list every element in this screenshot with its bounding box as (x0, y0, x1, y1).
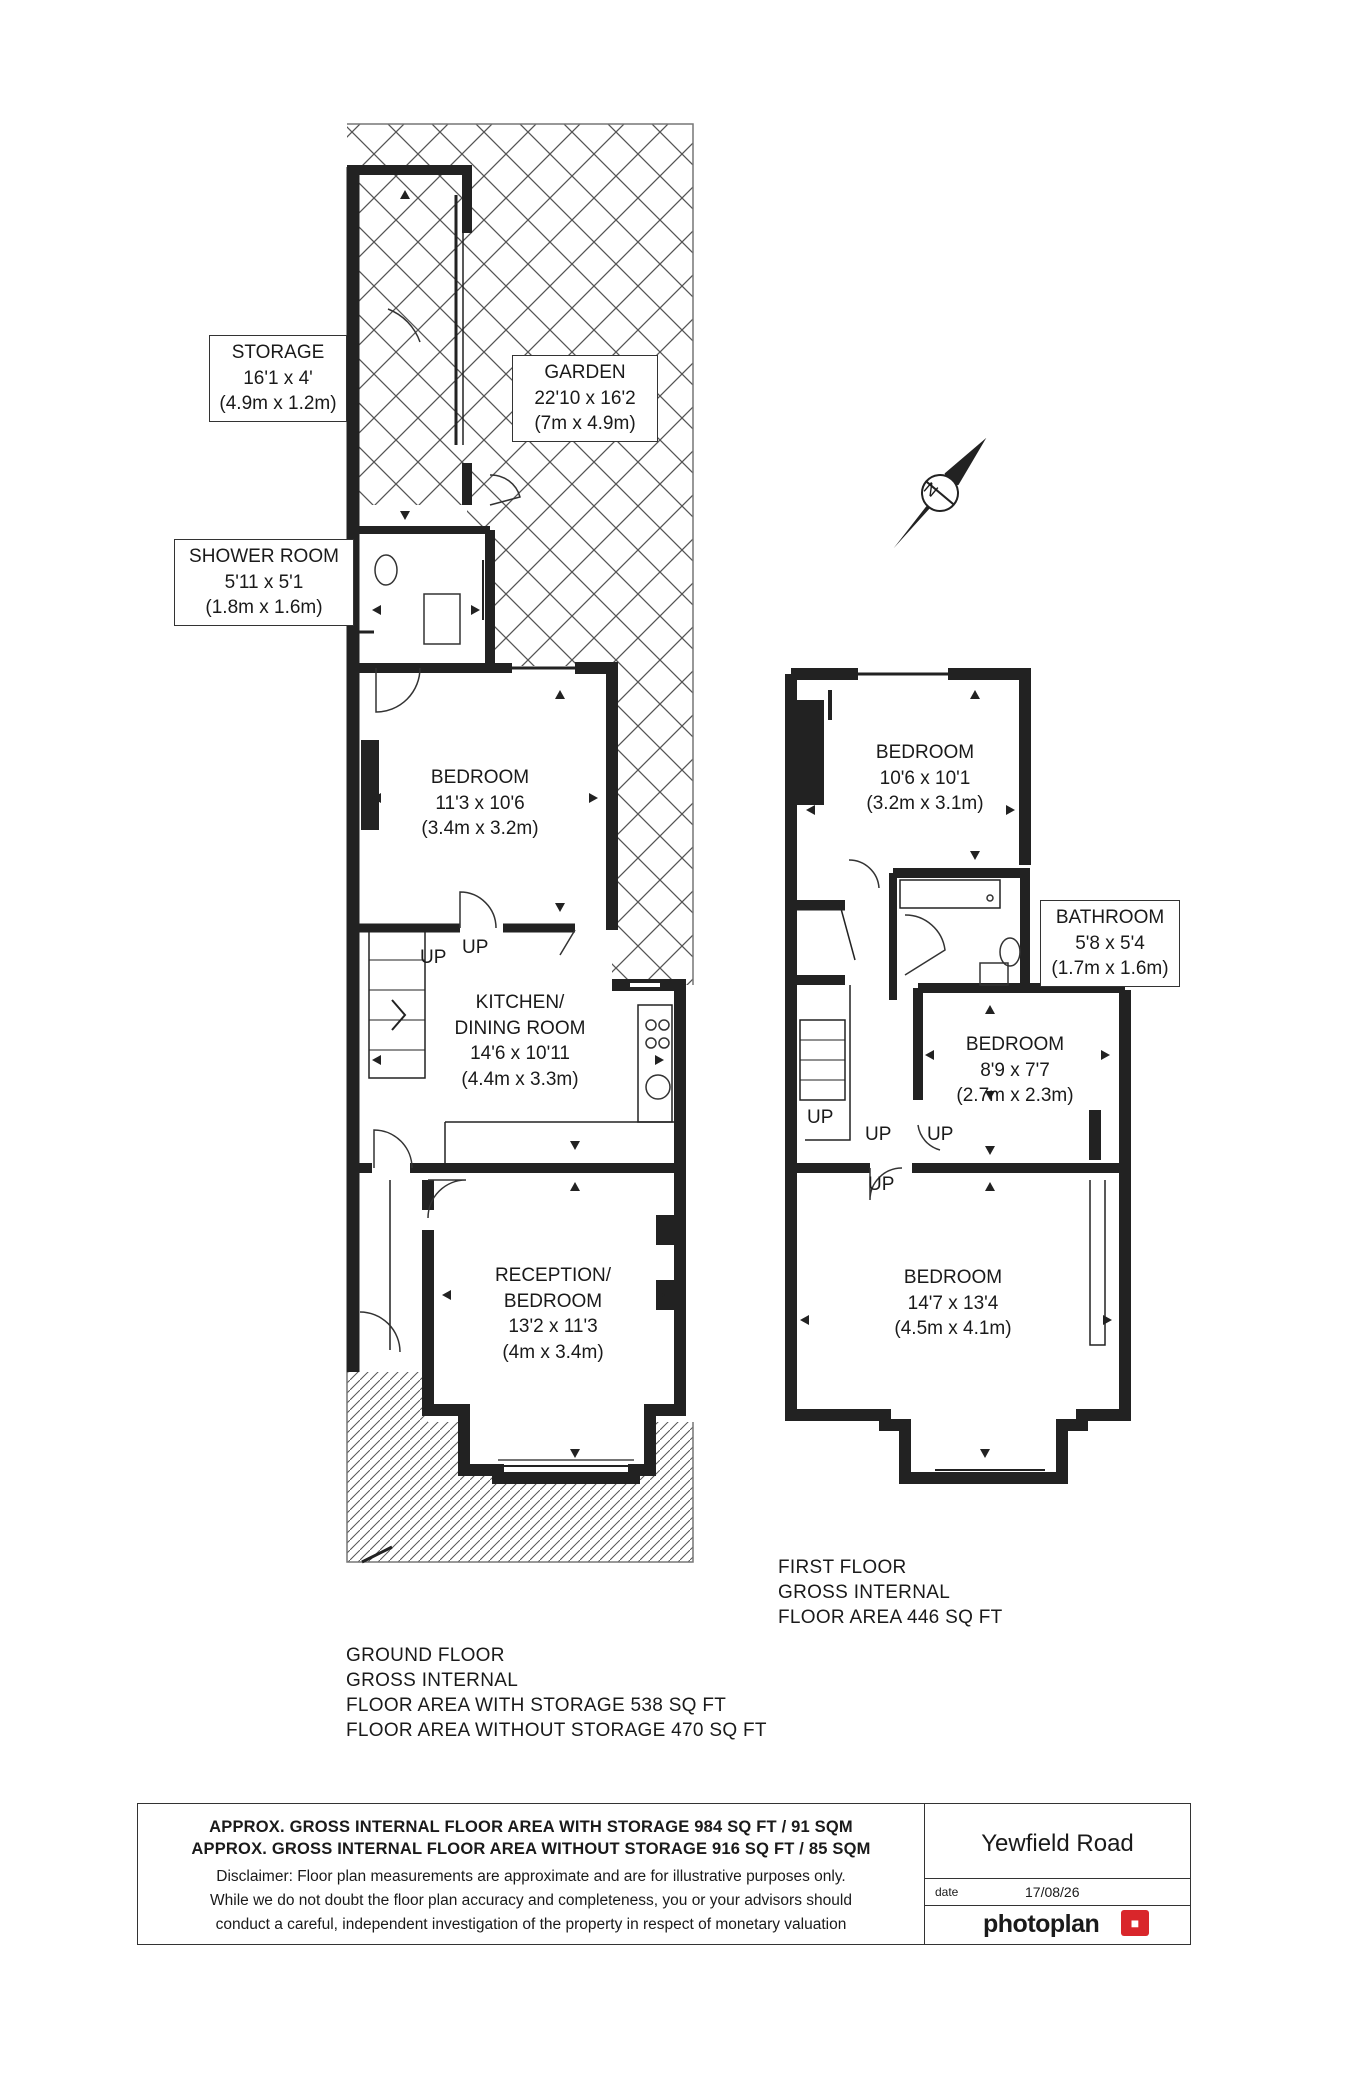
room-size-metric: (4m x 3.4m) (502, 1341, 604, 1363)
room-size-metric: (4.9m x 1.2m) (219, 393, 337, 415)
room-size-imperial: 16'1 x 4' (243, 367, 313, 389)
room-label-kitchen: KITCHEN/ DINING ROOM 14'6 x 10'11 (4.4m … (430, 990, 610, 1093)
compass-icon (893, 437, 987, 549)
room-size-metric: (3.2m x 3.1m) (866, 793, 984, 815)
note-line: FIRST FLOOR (778, 1557, 907, 1578)
room-name: BEDROOM (965, 1034, 1065, 1055)
room-label-gf-bedroom: BEDROOM 11'3 x 10'6 (3.4m x 3.2m) (400, 765, 560, 842)
room-size-imperial: 22'10 x 16'2 (534, 387, 636, 409)
ground-floor-doors (359, 308, 671, 1353)
room-size-metric: (2.7m x 2.3m) (956, 1085, 1074, 1107)
room-label-ff-bedroom-front: BEDROOM 14'7 x 13'4 (4.5m x 4.1m) (873, 1265, 1033, 1342)
room-name-line2: DINING ROOM (454, 1017, 586, 1039)
room-name: BEDROOM (903, 1267, 1003, 1288)
note-line: FLOOR AREA WITH STORAGE 538 SQ FT (346, 1695, 727, 1717)
disclaimer-line: While we do not doubt the floor plan acc… (210, 1891, 852, 1909)
note-line: GROSS INTERNAL (346, 1670, 519, 1692)
stairs-up-label: UP (807, 1107, 834, 1128)
footer-panel: APPROX. GROSS INTERNAL FLOOR AREA WITH S… (137, 1803, 1191, 1945)
room-name: GARDEN (544, 362, 626, 383)
room-label-ff-bedroom-rear: BEDROOM 10'6 x 10'1 (3.2m x 3.1m) (845, 740, 1005, 817)
room-size-metric: (4.4m x 3.3m) (461, 1068, 579, 1090)
property-address: Yewfield Road (981, 1830, 1134, 1857)
total-area-without-storage: APPROX. GROSS INTERNAL FLOOR AREA WITHOU… (191, 1840, 871, 1859)
first-floor-area-note: FIRST FLOOR GROSS INTERNAL FLOOR AREA 44… (778, 1555, 1003, 1630)
room-name: BATHROOM (1055, 907, 1165, 928)
room-size-imperial: 14'7 x 13'4 (907, 1292, 999, 1314)
room-name: SHOWER ROOM (189, 546, 339, 567)
garden-area (347, 123, 694, 985)
room-label-ff-bedroom-small: BEDROOM 8'9 x 7'7 (2.7m x 2.3m) (935, 1032, 1095, 1109)
room-size-imperial: 11'3 x 10'6 (435, 792, 525, 814)
ground-floor-walls (346, 165, 686, 1484)
note-line: FLOOR AREA 446 SQ FT (778, 1607, 1003, 1629)
room-name: BEDROOM (875, 742, 975, 763)
room-size-imperial: 10'6 x 10'1 (879, 767, 971, 789)
disclaimer-line: conduct a careful, independent investiga… (215, 1915, 847, 1933)
room-size-metric: (3.4m x 3.2m) (421, 818, 539, 840)
room-name-line1: RECEPTION/ (494, 1265, 612, 1286)
measurement-arrows (372, 190, 1112, 1458)
footer-info: Yewfield Road date 17/08/26 photoplan ■ (925, 1804, 1190, 1944)
room-size-imperial: 5'8 x 5'4 (1075, 932, 1145, 954)
room-label-storage: STORAGE 16'1 x 4' (4.9m x 1.2m) (209, 335, 347, 422)
room-size-imperial: 13'2 x 11'3 (508, 1316, 598, 1338)
stairs-up-label: UP (868, 1174, 895, 1195)
room-size-metric: (1.8m x 1.6m) (205, 597, 323, 619)
stairs-up-label: UP (927, 1124, 954, 1145)
room-size-metric: (4.5m x 4.1m) (894, 1318, 1012, 1340)
first-floor-doors (848, 859, 1021, 1201)
room-size-metric: (1.7m x 1.6m) (1051, 958, 1169, 980)
room-name: STORAGE (231, 342, 325, 363)
room-size-imperial: 14'6 x 10'11 (470, 1043, 570, 1065)
room-size-imperial: 8'9 x 7'7 (980, 1059, 1050, 1081)
date-label: date (935, 1885, 959, 1899)
disclaimer-line: Disclaimer: Floor plan measurements are … (216, 1867, 846, 1885)
room-name: BEDROOM (430, 767, 530, 788)
disclaimer: Disclaimer: Floor plan measurements are … (138, 1865, 924, 1937)
stairs-up-label: UP (865, 1124, 892, 1145)
room-label-shower-room: SHOWER ROOM 5'11 x 5'1 (1.8m x 1.6m) (174, 539, 354, 626)
brand-logo-icon: ■ (1121, 1910, 1149, 1936)
brand-logo-text: photoplan (983, 1910, 1100, 1938)
stairs-up-label: UP (462, 937, 489, 958)
room-size-metric: (7m x 4.9m) (534, 413, 636, 435)
front-garden-area (346, 1372, 694, 1564)
room-label-bathroom: BATHROOM 5'8 x 5'4 (1.7m x 1.6m) (1040, 900, 1180, 987)
date-row: date 17/08/26 (925, 1878, 1190, 1906)
room-label-garden: GARDEN 22'10 x 16'2 (7m x 4.9m) (512, 355, 658, 442)
ground-floor-area-note: GROUND FLOOR GROSS INTERNAL FLOOR AREA W… (346, 1643, 767, 1743)
footer-summary: APPROX. GROSS INTERNAL FLOOR AREA WITH S… (138, 1804, 925, 1944)
room-label-reception: RECEPTION/ BEDROOM 13'2 x 11'3 (4m x 3.4… (473, 1263, 633, 1366)
date-value: 17/08/26 (1025, 1884, 1080, 1900)
first-floor-walls (785, 668, 1131, 1484)
room-size-imperial: 5'11 x 5'1 (224, 571, 304, 593)
note-line: FLOOR AREA WITHOUT STORAGE 470 SQ FT (346, 1720, 767, 1742)
room-name-line1: KITCHEN/ (475, 992, 565, 1013)
note-line: GROSS INTERNAL (778, 1582, 951, 1604)
note-line: GROUND FLOOR (346, 1645, 505, 1666)
total-area-with-storage: APPROX. GROSS INTERNAL FLOOR AREA WITH S… (209, 1818, 853, 1836)
room-name-line2: BEDROOM (503, 1290, 603, 1312)
stairs-up-label: UP (420, 947, 447, 968)
